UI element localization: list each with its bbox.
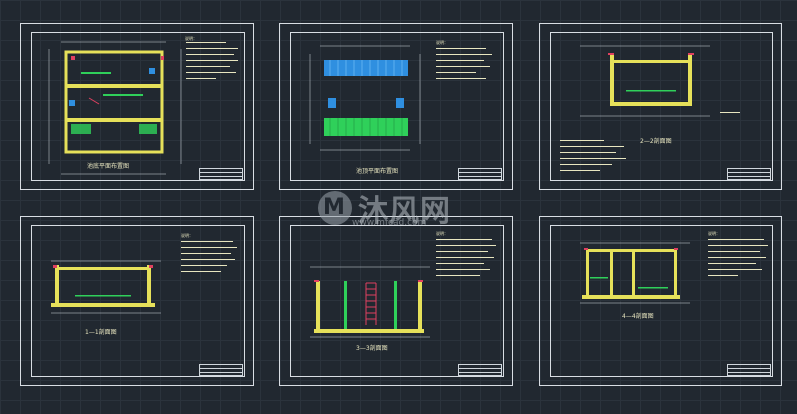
sheet-inner-border	[31, 225, 245, 377]
sheet-inner-border	[550, 225, 773, 377]
section-drawing	[310, 239, 496, 338]
drawing-sheet-2[interactable]: 说明： 池顶平面布置图	[279, 23, 513, 190]
watermark-brand: 沐风网	[358, 194, 451, 229]
title-block	[458, 168, 502, 180]
title-block	[199, 364, 243, 376]
sheet-inner-border	[290, 32, 504, 181]
section-drawing	[560, 45, 740, 171]
drawing-caption: 3—3剖面图	[356, 345, 388, 352]
section-drawing	[580, 239, 768, 304]
drawing-caption: 4—4剖面图	[622, 313, 654, 320]
notes-title: 说明：	[436, 231, 448, 236]
notes-title: 说明：	[436, 40, 448, 45]
watermark-url: www.mfcad.com	[352, 218, 427, 228]
watermark-logo-icon: M	[318, 191, 352, 225]
drawing-sheet-5[interactable]: 说明： 3—3剖面图	[279, 216, 513, 386]
title-block	[727, 364, 771, 376]
section-drawing	[51, 241, 237, 314]
title-block	[199, 168, 243, 180]
watermark-logo-letter: M	[323, 195, 345, 220]
watermark: M 沐风网	[318, 186, 451, 230]
drawing-sheet-4[interactable]: 说明： 1—1剖面图	[20, 216, 254, 386]
drawing-sheet-6[interactable]: 说明： 4—4剖面图	[539, 216, 782, 386]
drawing-sheet-3[interactable]: 2—2剖面图	[539, 23, 782, 190]
sheet-inner-border	[31, 32, 245, 181]
sheet-inner-border	[550, 32, 773, 181]
drawing-sheet-1[interactable]: 说明： 池底平面布置图	[20, 23, 254, 190]
drawing-caption: 池底平面布置图	[87, 163, 130, 170]
notes-title: 说明：	[708, 231, 720, 236]
drawing-caption: 2—2剖面图	[640, 138, 672, 145]
sheet-inner-border	[290, 225, 504, 377]
notes-title: 说明：	[185, 36, 197, 41]
plan-drawing	[48, 41, 238, 175]
plan-drawing	[309, 45, 492, 151]
notes-title: 说明：	[181, 233, 193, 238]
drawing-caption: 1—1剖面图	[85, 329, 117, 336]
title-block	[458, 364, 502, 376]
drawing-caption: 池顶平面布置图	[356, 168, 399, 175]
title-block	[727, 168, 771, 180]
